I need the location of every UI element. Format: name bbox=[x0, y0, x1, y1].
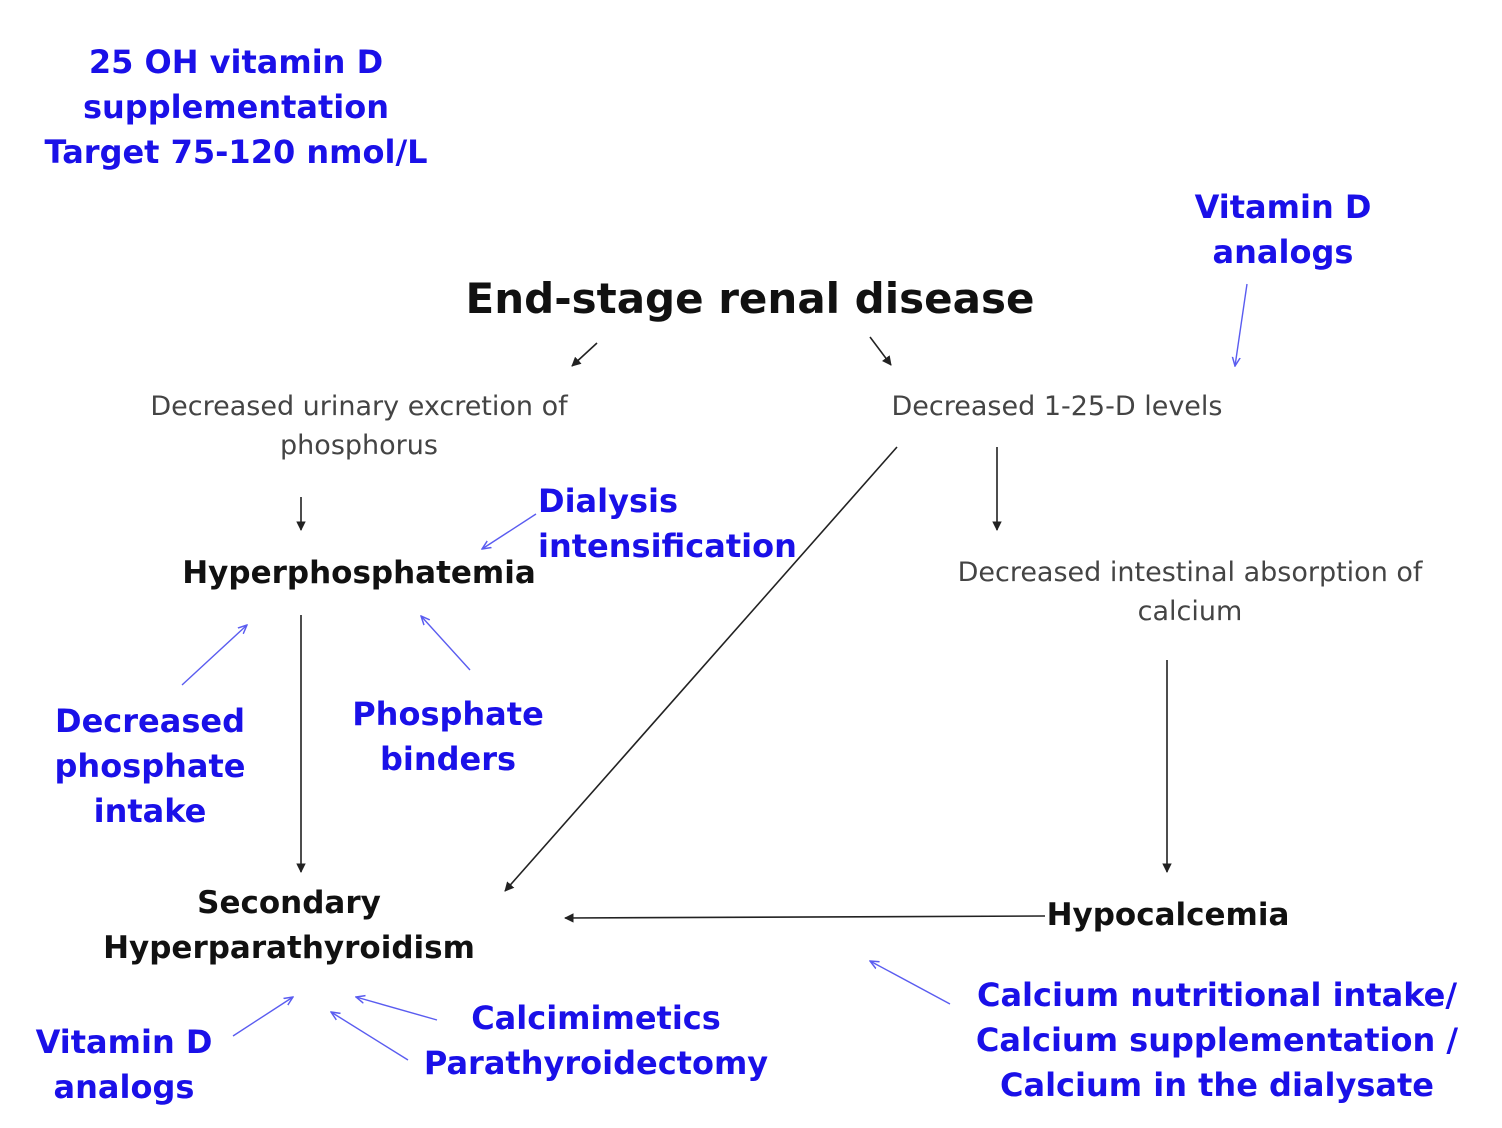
arrow-esrd-to-urinary-excretion bbox=[571, 342, 598, 367]
arrow-1-25-d-to-shpt bbox=[504, 446, 898, 892]
vitamin-d-supplementation-label: 25 OH vitamin D supplementation Target 7… bbox=[44, 43, 428, 171]
vitamin-d-analogs-bottom-label: Vitamin D analogs bbox=[35, 1023, 213, 1106]
dialysis-intensification-label: Dialysis intensification bbox=[538, 482, 797, 565]
arrow-esrd-to-1-25-d bbox=[869, 336, 892, 366]
hyperphosphatemia-node: Hyperphosphatemia bbox=[182, 555, 536, 591]
arrow-vitd-analogs-to-1-25-d bbox=[1235, 283, 1248, 366]
calcimimetics-label: Calcimimetics bbox=[471, 999, 721, 1037]
parathyroidectomy-label: Parathyroidectomy bbox=[423, 1044, 769, 1082]
hypocalcemia-node: Hypocalcemia bbox=[1046, 897, 1290, 933]
arrow-calcimimetics-to-shpt bbox=[356, 997, 438, 1021]
diagram-title: End-stage renal disease bbox=[465, 274, 1035, 323]
arrow-vitd-analogs-to-shpt bbox=[232, 997, 293, 1037]
secondary-hyperparathyroidism-node: Secondary Hyperparathyroidism bbox=[103, 885, 475, 966]
arrow-dialysis-to-hyperphosphatemia bbox=[482, 513, 537, 549]
decreased-phosphate-intake-label: Decreased phosphate intake bbox=[54, 702, 246, 830]
arrow-parathyroidectomy-to-shpt bbox=[331, 1012, 409, 1061]
arrow-phosphate-intake-to-hyperphosphatemia bbox=[181, 625, 247, 686]
decreased-intestinal-absorption-node: Decreased intestinal absorption of calci… bbox=[957, 557, 1423, 627]
phosphate-binders-label: Phosphate binders bbox=[352, 695, 544, 778]
arrow-binders-to-hyperphosphatemia bbox=[421, 616, 471, 671]
arrow-calcium-measures-to-hypocalcemia bbox=[870, 961, 951, 1005]
decreased-urinary-excretion-node: Decreased urinary excretion of phosphoru… bbox=[150, 391, 568, 461]
calcium-measures-label: Calcium nutritional intake/ Calcium supp… bbox=[975, 976, 1459, 1104]
arrow-hypocalcemia-to-shpt bbox=[564, 913, 1046, 923]
vitamin-d-analogs-top-label: Vitamin D analogs bbox=[1194, 188, 1372, 271]
decreased-1-25-d-node: Decreased 1-25-D levels bbox=[891, 391, 1223, 422]
